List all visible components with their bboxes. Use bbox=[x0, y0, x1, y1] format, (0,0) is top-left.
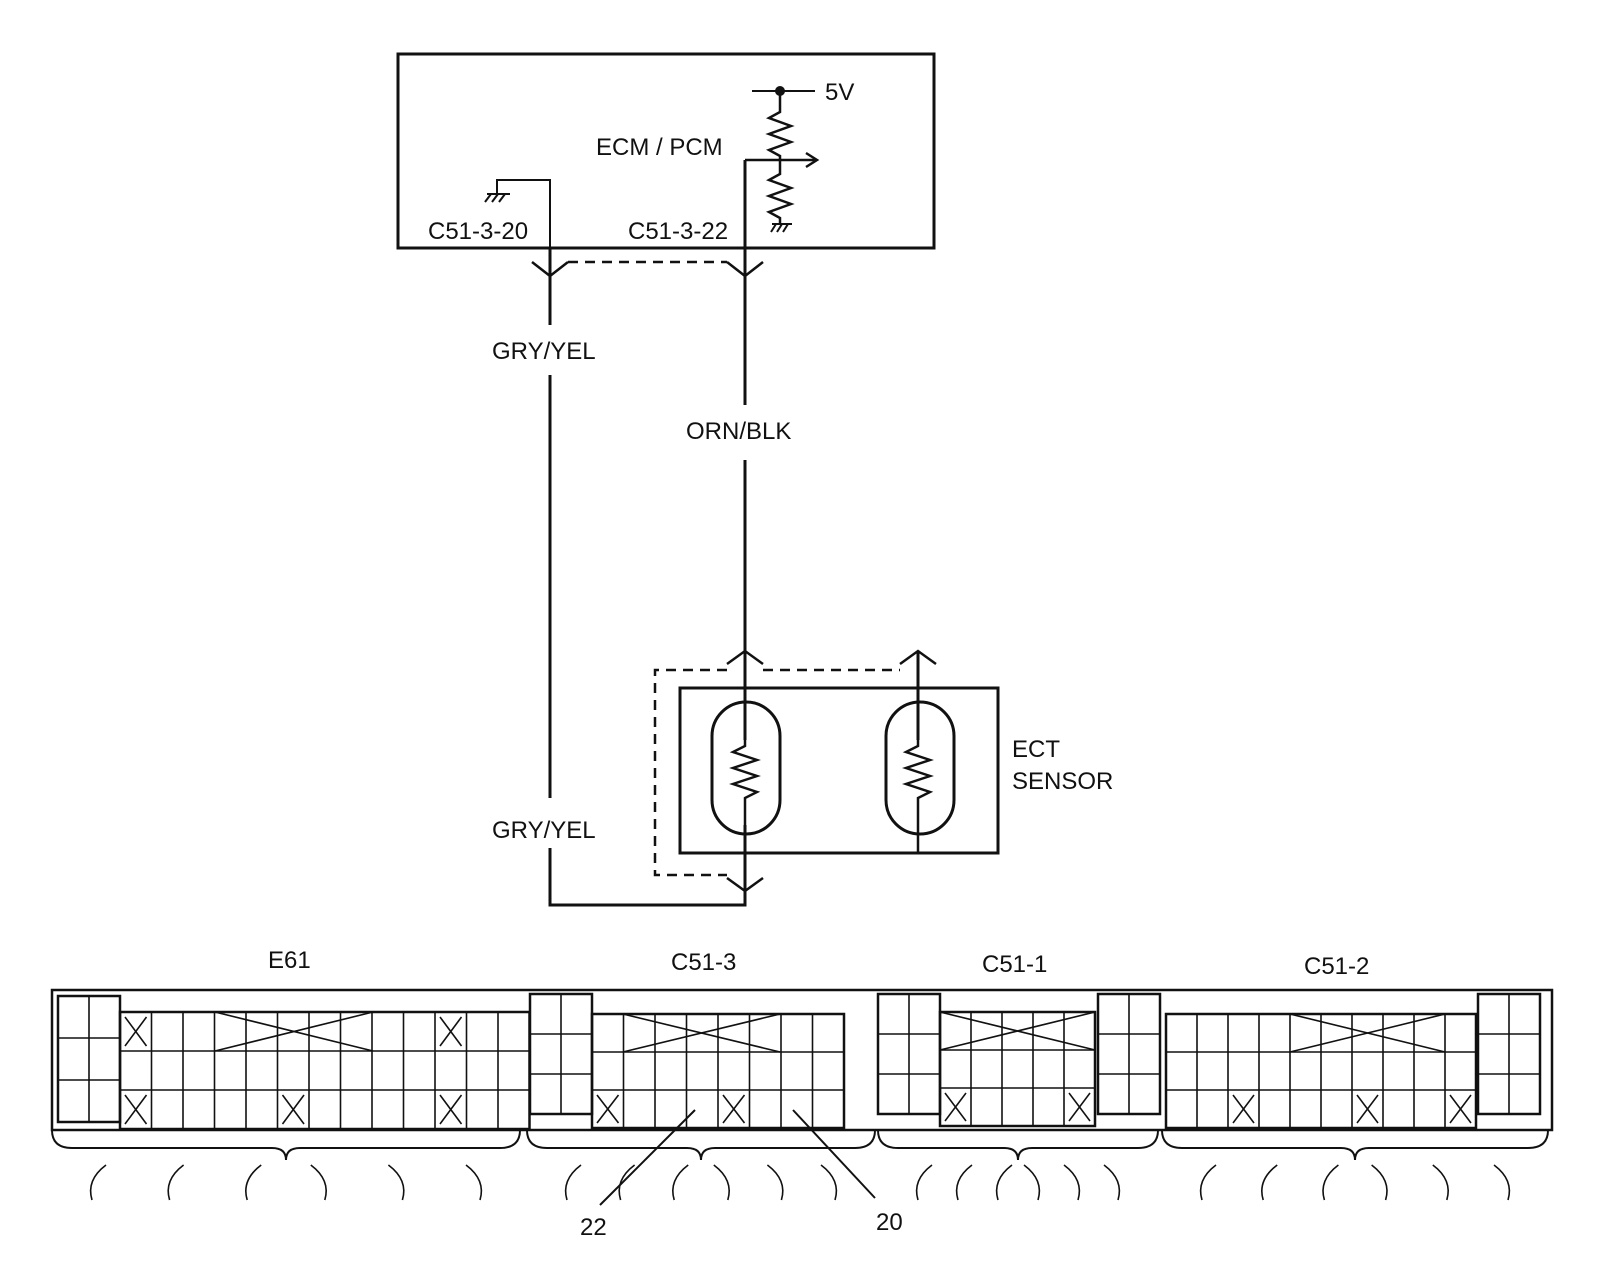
ecm-internal-ground-icon bbox=[770, 223, 792, 233]
supply-voltage-label: 5V bbox=[825, 79, 854, 106]
ect-sensor-label-line1: ECT bbox=[1012, 736, 1060, 763]
connector-e61 bbox=[56, 994, 531, 1131]
callout-label-22: 22 bbox=[580, 1214, 607, 1241]
ecm-pcm-box bbox=[396, 52, 936, 250]
ecm-connector-terminals bbox=[531, 260, 764, 278]
connector-label-c51-3: C51-3 bbox=[671, 949, 736, 976]
callout-pin-20 bbox=[792, 1109, 876, 1199]
ect-sensor-body bbox=[678, 686, 1000, 855]
connector-c51-3 bbox=[528, 992, 846, 1130]
signal-wire-label: ORN/BLK bbox=[686, 418, 791, 445]
callout-pin-22 bbox=[599, 1109, 696, 1206]
thermistor-2 bbox=[884, 651, 956, 853]
ground-wire-label-top: GRY/YEL bbox=[492, 338, 596, 365]
ground-wire-label-bottom: GRY/YEL bbox=[492, 817, 596, 844]
connector-label-c51-2: C51-2 bbox=[1304, 953, 1369, 980]
connector-brackets bbox=[51, 1129, 1549, 1201]
callout-label-20: 20 bbox=[876, 1209, 903, 1236]
connector-label-e61: E61 bbox=[268, 947, 311, 974]
connector-label-c51-1: C51-1 bbox=[982, 951, 1047, 978]
ecm-pcm-label: ECM / PCM bbox=[596, 134, 723, 161]
signal-pin-label: C51-3-22 bbox=[628, 218, 728, 245]
connector-c51-1 bbox=[876, 992, 1162, 1128]
thermistor-1 bbox=[710, 700, 782, 836]
ground-wire bbox=[548, 248, 747, 907]
ecm-ground-icon bbox=[484, 179, 551, 248]
ect-sensor-label-line2: SENSOR bbox=[1012, 768, 1113, 795]
connector-housing bbox=[50, 988, 1554, 1132]
ground-pin-label: C51-3-20 bbox=[428, 218, 528, 245]
pull-up-resistor bbox=[752, 86, 815, 160]
connector-c51-2 bbox=[1164, 992, 1542, 1130]
internal-reference-resistor bbox=[745, 151, 820, 224]
